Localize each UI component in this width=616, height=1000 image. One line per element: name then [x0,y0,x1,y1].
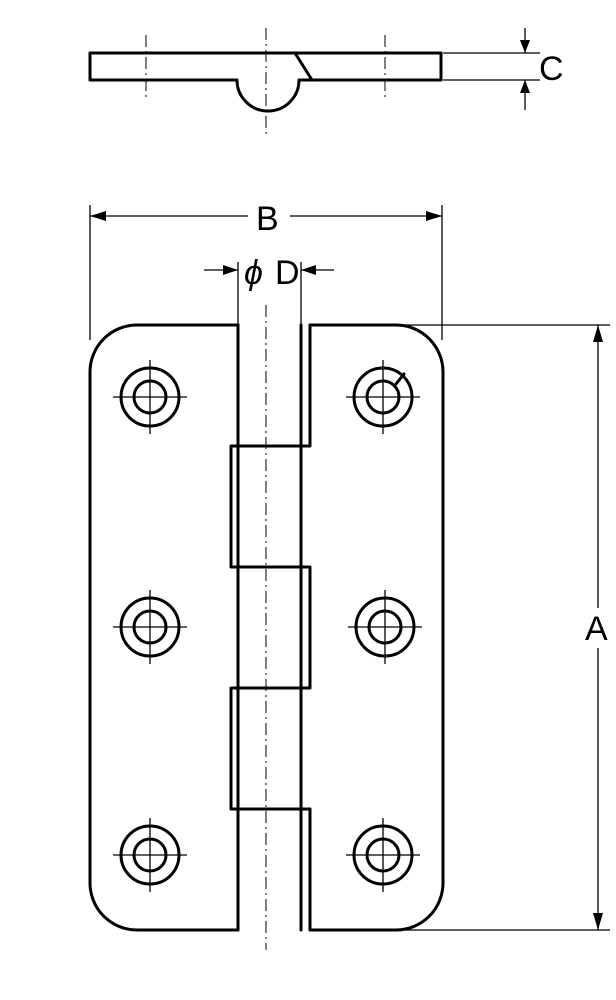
dimension-arrow [223,265,238,275]
screw-hole [348,590,422,664]
dimension-arrow [593,913,603,930]
dimension-arrow [301,265,316,275]
label-c: C [539,50,564,88]
label-b: B [256,200,279,238]
screw-hole [113,360,187,434]
dimension-b: B [89,200,443,340]
dimension-arrow [90,211,106,221]
diameter-symbol: ϕ [244,254,263,292]
hinge-side-view [88,28,443,138]
dimension-arrow [520,40,530,53]
dimension-a: A [398,324,610,931]
dimension-arrow [426,211,442,221]
screw-hole [113,818,187,892]
dimension-d: ϕ D [204,254,334,330]
screw-hole [346,360,420,434]
screw-hole [346,818,420,892]
label-a: A [585,610,608,648]
dimension-c: C [443,28,564,110]
label-d: D [275,254,300,292]
screw-hole [113,590,187,664]
hinge-front-view [88,305,445,950]
dimension-arrow [593,325,603,342]
dimension-arrow [520,80,530,93]
